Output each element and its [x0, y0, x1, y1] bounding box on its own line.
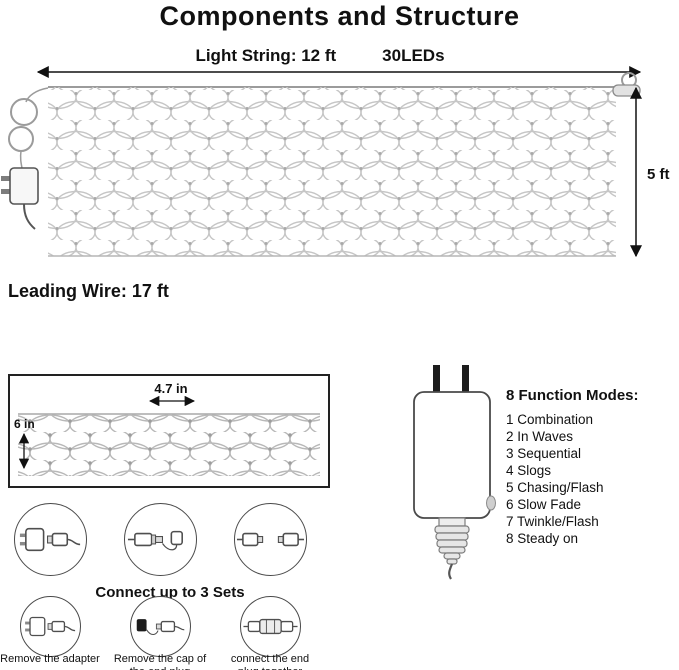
connector-step-circle [124, 503, 197, 576]
end-plug-with-cap-illustration [127, 530, 183, 551]
connector-step-circle [20, 596, 81, 657]
mesh-width-label: 4.7 in [154, 381, 187, 396]
step-caption: Remove the cap of the end plug [113, 653, 207, 670]
net-lights-illustration [1, 66, 642, 258]
function-mode-item: 3 Sequential [506, 446, 582, 461]
power-plug-icon [1, 167, 39, 230]
step-caption: connect the end plug together [230, 653, 310, 670]
connector-step-circle [14, 503, 87, 576]
net-height-label: 5 ft [647, 166, 670, 183]
mesh-height-label: 6 in [14, 417, 35, 431]
connector-step-circle [234, 503, 307, 576]
function-mode-item: 6 Slow Fade [506, 497, 582, 512]
plugs-connected-illustration [243, 618, 298, 635]
function-mode-item: 2 In Waves [506, 429, 574, 444]
light-string-length-label: Light String: 12 ft [195, 46, 337, 65]
function-modes-title: 8 Function Modes: [506, 387, 639, 404]
plugs-apart-illustration [236, 532, 305, 547]
function-mode-item: 1 Combination [506, 412, 594, 427]
function-modes-list: 8 Function Modes: 1 Combination 2 In Wav… [506, 387, 678, 547]
leading-wire-label: Leading Wire: 17 ft [8, 281, 169, 301]
connector-step-circle [130, 596, 191, 657]
hanging-loops-icon [8, 87, 49, 169]
connector-step-circle [240, 596, 301, 657]
net-mesh [48, 86, 616, 257]
remove-adapter-illustration [19, 527, 81, 552]
function-mode-item: 4 Slogs [506, 463, 552, 478]
remove-adapter-illustration [25, 616, 76, 637]
power-adapter-icon [413, 365, 496, 580]
step-caption: Remove the adapter [0, 653, 100, 665]
light-string-measure: Light String: 12 ft 30LEDs [60, 46, 580, 66]
function-mode-item: 8 Steady on [506, 531, 579, 546]
function-mode-item: 7 Twinkle/Flash [506, 514, 599, 529]
connect-sets-title: Connect up to 3 Sets [95, 584, 245, 601]
led-count-label: 30LEDs [382, 46, 445, 65]
mesh-detail-illustration: 4.7 in 6 in [14, 381, 320, 476]
function-mode-item: 5 Chasing/Flash [506, 480, 604, 495]
page-title: Components and Structure [159, 1, 520, 31]
remove-cap-illustration [136, 619, 185, 636]
mesh-dimensions-box: 4.7 in 6 in [8, 374, 330, 488]
